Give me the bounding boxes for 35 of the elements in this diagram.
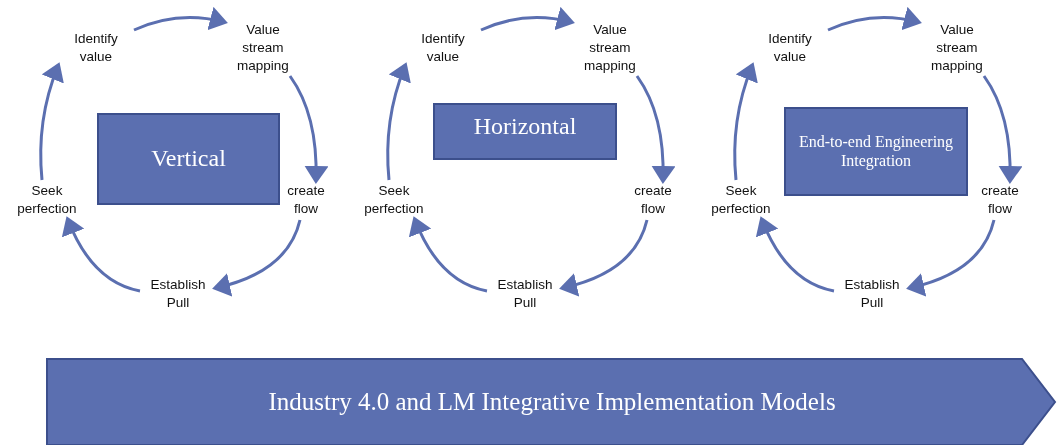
curved-arrow: [906, 219, 996, 297]
step-label: Value stream mapping: [571, 20, 649, 76]
banner-arrow: [47, 358, 1057, 445]
step-label: Seek perfection: [700, 180, 782, 220]
curved-arrow: [288, 75, 329, 184]
step-label: Identify value: [58, 30, 134, 66]
step-label: Establish Pull: [140, 275, 216, 313]
step-label: Value stream mapping: [918, 20, 996, 76]
dimension-box: Horizontal: [433, 103, 617, 160]
curved-arrow: [409, 216, 488, 293]
step-label: Seek perfection: [353, 180, 435, 220]
curved-arrow: [982, 75, 1023, 184]
curved-arrow: [559, 219, 649, 297]
curved-arrow: [635, 75, 676, 184]
banner-title: Industry 4.0 and LM Integrative Implementation Models: [268, 388, 836, 416]
step-label: Establish Pull: [834, 275, 910, 313]
step-label: Establish Pull: [487, 275, 563, 313]
step-label: create flow: [627, 180, 679, 220]
dimension-box: Vertical: [97, 113, 280, 205]
step-label: Seek perfection: [6, 180, 88, 220]
curved-arrow: [39, 62, 65, 181]
curved-arrow: [212, 219, 302, 297]
curved-arrow: [756, 216, 835, 293]
step-label: Identify value: [405, 30, 481, 66]
curved-arrow: [62, 216, 141, 293]
dimension-box: End-to-end Engineering Integration: [784, 107, 968, 196]
step-label: Value stream mapping: [224, 20, 302, 76]
curved-arrow: [133, 7, 228, 32]
step-label: create flow: [974, 180, 1026, 220]
curved-arrow: [386, 62, 412, 181]
curved-arrow: [480, 7, 575, 32]
step-label: create flow: [280, 180, 332, 220]
curved-arrow: [827, 7, 922, 32]
curved-arrow: [733, 62, 759, 181]
step-label: Identify value: [752, 30, 828, 66]
